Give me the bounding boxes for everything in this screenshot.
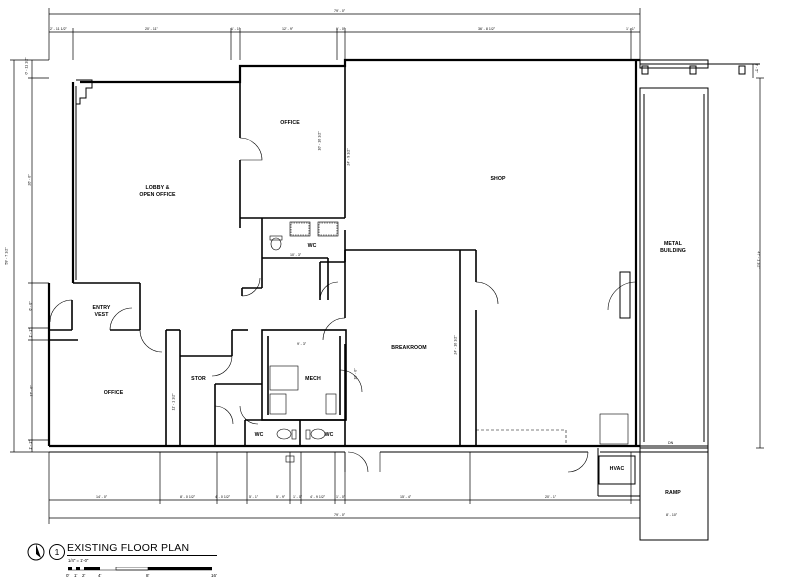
dim-wc-horizontal: 10' - 3": [290, 253, 302, 257]
scalebar-label-3: 4': [98, 573, 102, 578]
scale-bar: 0' 1' 2' 4' 8' 16': [66, 567, 228, 587]
title-underline: [67, 555, 217, 556]
dim-bottom-chain-3: 4' - 0 1/2": [215, 495, 231, 499]
dim-left-chain-3: 6' - 0": [28, 301, 33, 311]
dim-left-chain-1: 0' - 11 1/2": [24, 57, 29, 75]
scalebar-label-4: 8': [146, 573, 150, 578]
room-label-office-bottom: OFFICE: [103, 390, 124, 396]
dim-top-chain-4: 12' - 9": [282, 27, 294, 31]
dn-label: DN: [668, 441, 674, 445]
dim-office-vertical: 10' - 10 1/2": [317, 131, 322, 151]
scalebar-label-2: 2': [82, 573, 86, 578]
dim-left-chain-4: 1' - 1": [28, 328, 33, 338]
dim-left-chain-2: 26' - 0": [27, 174, 32, 186]
dim-top-chain-6: 36' - 8 1/2": [478, 27, 496, 31]
scalebar-label-1: 1': [74, 573, 78, 578]
dim-shop-vertical: 24' - 9 1/2": [346, 148, 351, 166]
dim-left-overall: 59' - 7 1/2": [4, 247, 9, 265]
room-label-wc-top: WC: [307, 243, 317, 249]
room-label-entry-vest: ENTRY VEST: [92, 305, 111, 318]
dim-top-chain-5: 1' - 0": [336, 27, 346, 31]
room-label-hvac: HVAC: [609, 466, 625, 472]
view-number: 1: [49, 544, 65, 560]
drawing-title: EXISTING FLOOR PLAN: [67, 542, 190, 554]
dim-bottom-chain-9: 15' - 4": [400, 495, 412, 499]
dim-bottom-chain-7: 4' - 9 1/2": [310, 495, 326, 499]
room-label-metal-building: METAL BUILDING: [660, 241, 686, 254]
dim-bottom-chain-1: 14' - 0": [96, 495, 108, 499]
dim-mech-vertical: 10' - 0": [353, 368, 358, 380]
dim-bottom-overall: 79' - 0": [334, 513, 346, 517]
dim-right-overall: 47' - 1 1/2": [756, 251, 761, 269]
room-label-stor: STOR: [191, 376, 206, 382]
dim-top-chain-3: 1' - 1": [231, 27, 241, 31]
dim-top-chain-7: 1' - 1": [626, 27, 636, 31]
dim-left-chain-6: 1' - 1": [28, 440, 33, 450]
dim-right-top: 3' - 5": [754, 63, 759, 73]
scalebar-label-5: 16': [211, 573, 217, 578]
dim-bottom-chain-4: 5' - 1": [249, 495, 259, 499]
room-label-ramp: RAMP: [665, 490, 681, 496]
dim-left-chain-5: 17' - 0": [29, 385, 34, 397]
dim-bottom-chain-6: 1' - 0": [293, 495, 303, 499]
room-label-shop: SHOP: [490, 176, 506, 182]
title-block: 1 EXISTING FLOOR PLAN 1/4" = 1'-0" 0' 1'…: [25, 540, 225, 588]
room-label-breakroom: BREAKROOM: [391, 345, 427, 351]
dim-bottom-chain-5: 5' - 9": [276, 495, 286, 499]
dim-top-chain-1: 2' - 11 1/2": [50, 27, 67, 31]
dim-bottom-chain-8: 1' - 0": [336, 495, 346, 499]
drawing-scale: 1/4" = 1'-0": [68, 558, 89, 563]
north-arrow-icon: [27, 543, 45, 561]
dim-bottom-chain-2: 8' - 0 1/2": [180, 495, 196, 499]
dim-break-vertical: 24' - 10 1/2": [453, 335, 458, 355]
dim-top-overall: 79' - 0": [334, 9, 346, 13]
dim-bottom-chain-10: 20' - 1": [545, 495, 557, 499]
room-label-wc-left: WC: [254, 432, 264, 438]
room-label-lobby: LOBBY & OPEN OFFICE: [139, 185, 176, 198]
dim-mech-horizontal: 9' - 3": [297, 342, 307, 346]
dim-ramp-width: 8' - 10": [666, 513, 678, 517]
room-label-office-top: OFFICE: [280, 120, 300, 126]
room-label-wc-right: WC: [324, 432, 334, 438]
dim-stor-vertical: 11' - 1 1/2": [171, 393, 176, 411]
dim-top-chain-2: 20' - 11": [145, 27, 158, 31]
scalebar-label-0: 0': [66, 573, 70, 578]
room-label-mech: MECH: [305, 376, 321, 382]
